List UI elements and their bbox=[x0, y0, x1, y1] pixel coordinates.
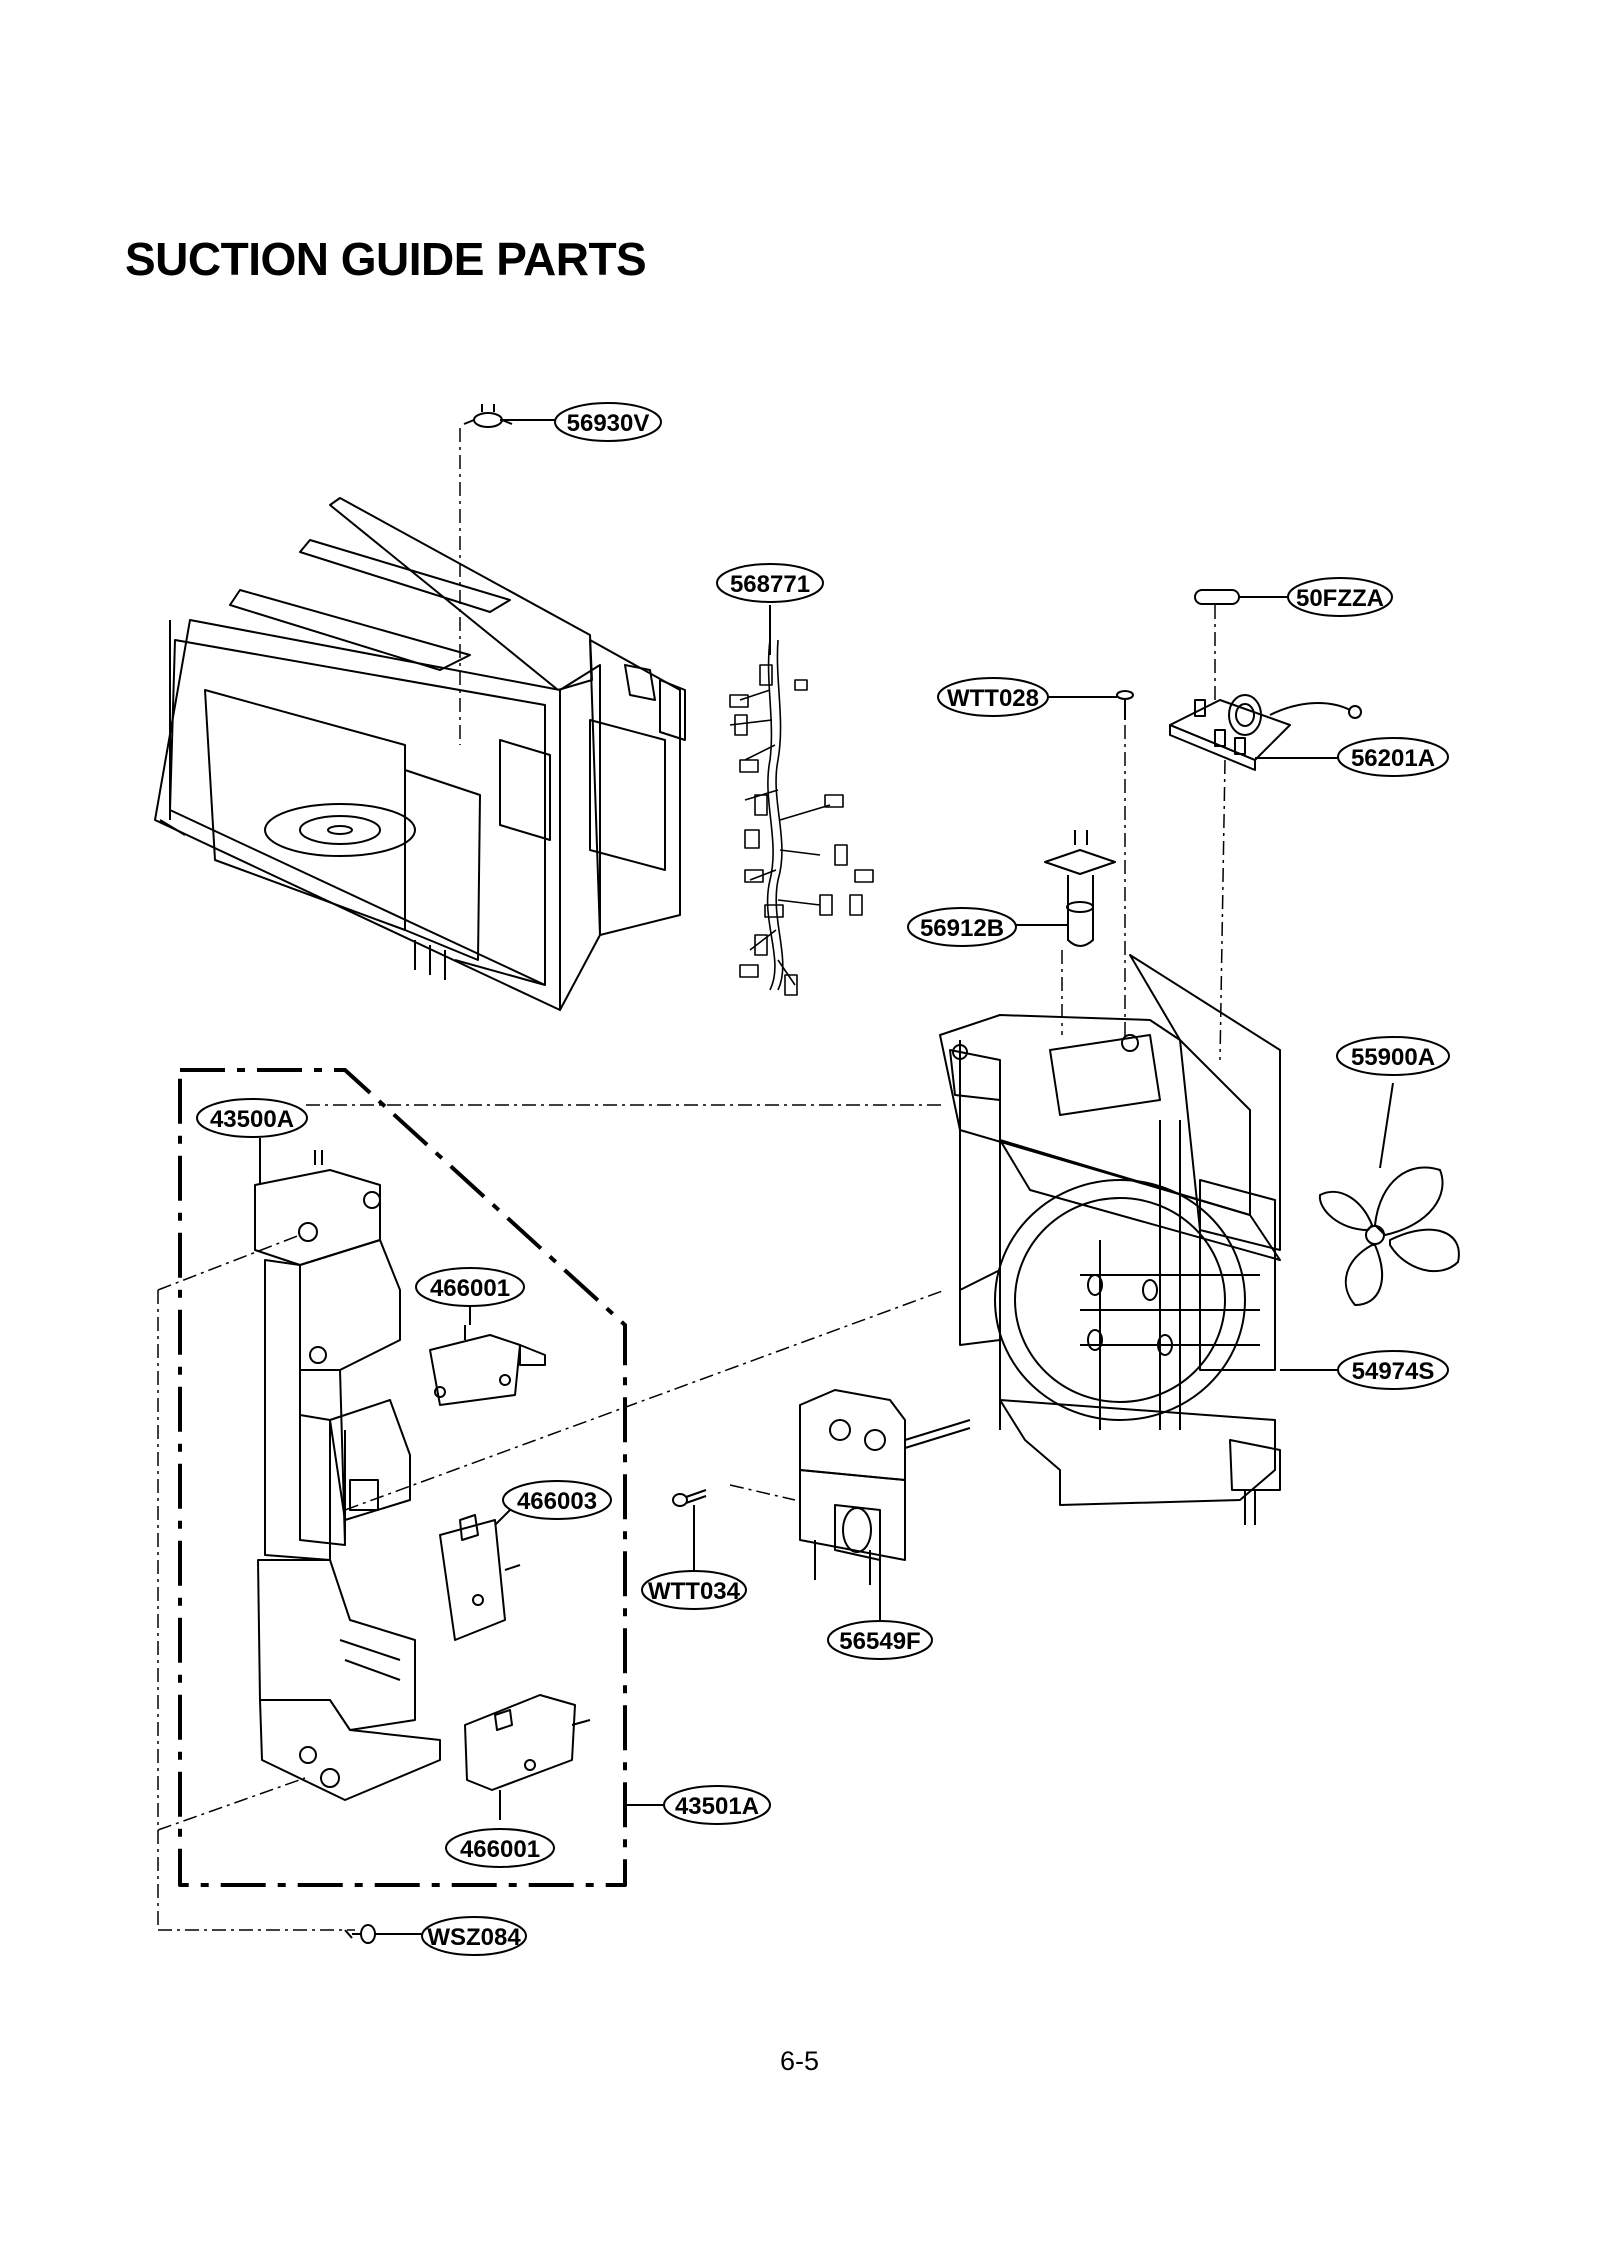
callout-WSZ084: WSZ084 bbox=[421, 1916, 527, 1956]
svg-text:WSZ084: WSZ084 bbox=[427, 1924, 521, 1951]
callout-466001-bottom: 466001 bbox=[445, 1828, 555, 1868]
svg-text:56912B: 56912B bbox=[920, 915, 1004, 942]
svg-text:56930V: 56930V bbox=[567, 410, 650, 437]
svg-text:WTT028: WTT028 bbox=[947, 685, 1039, 712]
screw-wsz084 bbox=[344, 1924, 376, 1944]
latch-assembly-outline bbox=[178, 1068, 627, 1887]
callout-56549F: 56549F bbox=[827, 1620, 933, 1660]
noise-filter-board bbox=[1169, 694, 1362, 771]
fuse-part bbox=[1194, 589, 1240, 605]
callout-WTT034: WTT034 bbox=[641, 1570, 747, 1610]
callout-43500A: 43500A bbox=[196, 1098, 308, 1138]
svg-text:56201A: 56201A bbox=[1351, 745, 1435, 772]
thermal-cutout-part bbox=[463, 404, 513, 428]
svg-text:WTT034: WTT034 bbox=[648, 1578, 741, 1605]
callout-43501A: 43501A bbox=[663, 1785, 771, 1825]
callout-56912B: 56912B bbox=[907, 907, 1017, 947]
svg-text:54974S: 54974S bbox=[1352, 1358, 1435, 1385]
callout-WTT028: WTT028 bbox=[937, 677, 1049, 717]
svg-text:466001: 466001 bbox=[460, 1836, 540, 1863]
micro-switch-middle bbox=[439, 1514, 521, 1641]
callout-466001-top: 466001 bbox=[415, 1267, 525, 1307]
fan-blade-part bbox=[1318, 1166, 1460, 1306]
fan-motor-part bbox=[799, 1389, 971, 1585]
svg-text:43500A: 43500A bbox=[210, 1106, 294, 1133]
svg-text:466001: 466001 bbox=[430, 1275, 510, 1302]
svg-text:56549F: 56549F bbox=[839, 1628, 920, 1655]
lamp-part bbox=[1044, 830, 1116, 947]
svg-text:43501A: 43501A bbox=[675, 1793, 759, 1820]
svg-text:568771: 568771 bbox=[730, 571, 810, 598]
callout-56201A: 56201A bbox=[1337, 737, 1449, 777]
latch-board-part bbox=[254, 1150, 441, 1801]
callout-54974S: 54974S bbox=[1337, 1350, 1449, 1390]
page-number: 6-5 bbox=[780, 2046, 820, 2076]
screw-wtt034 bbox=[672, 1489, 707, 1507]
micro-switch-bottom bbox=[464, 1694, 591, 1791]
callout-55900A: 55900A bbox=[1336, 1036, 1450, 1076]
svg-text:55900A: 55900A bbox=[1351, 1044, 1435, 1071]
callout-56930V: 56930V bbox=[554, 402, 662, 442]
svg-text:50FZZA: 50FZZA bbox=[1296, 585, 1384, 612]
suction-guide-duct bbox=[939, 954, 1281, 1525]
callout-466003: 466003 bbox=[502, 1480, 612, 1520]
page-title: SUCTION GUIDE PARTS bbox=[125, 233, 647, 285]
callout-568771: 568771 bbox=[716, 563, 824, 603]
micro-switch-top bbox=[429, 1325, 546, 1406]
wire-harness bbox=[729, 639, 874, 996]
oven-cavity bbox=[154, 497, 686, 1011]
svg-text:466003: 466003 bbox=[517, 1488, 597, 1515]
screw-wtt028 bbox=[1116, 690, 1134, 720]
callout-50FZZA: 50FZZA bbox=[1287, 577, 1393, 617]
